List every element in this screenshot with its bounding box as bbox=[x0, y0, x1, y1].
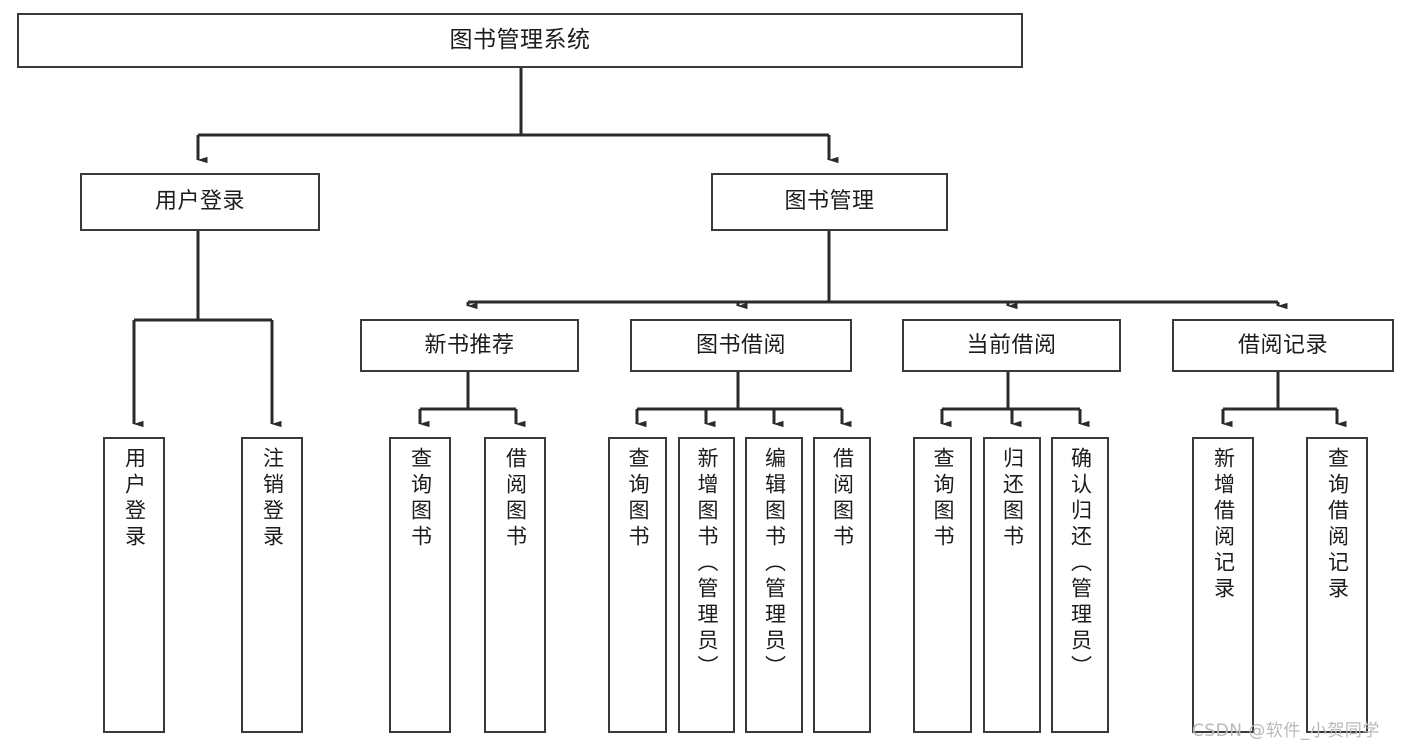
node-leaf-borrow-book-1-label: 借阅图书 bbox=[503, 447, 528, 551]
node-leaf-query-book-2-label: 查询图书 bbox=[626, 447, 650, 551]
node-leaf-logout-label: 注销登录 bbox=[260, 447, 285, 551]
node-new-book-recommend-label: 新书推荐 bbox=[424, 332, 515, 358]
node-leaf-edit-book[interactable]: 编辑图书（管理员） bbox=[745, 437, 803, 733]
node-leaf-return-book[interactable]: 归还图书 bbox=[983, 437, 1041, 733]
node-leaf-user-login[interactable]: 用户登录 bbox=[103, 437, 165, 733]
node-leaf-return-book-label: 归还图书 bbox=[1000, 447, 1025, 551]
node-current-borrow-label: 当前借阅 bbox=[966, 332, 1057, 358]
watermark-credit: CSDN @软件_小贺同学 bbox=[1192, 721, 1380, 741]
node-leaf-add-book-label: 新增图书（管理员） bbox=[695, 447, 719, 681]
node-borrow-record[interactable]: 借阅记录 bbox=[1172, 319, 1394, 372]
node-leaf-query-book-1-label: 查询图书 bbox=[408, 447, 433, 551]
node-leaf-confirm-return[interactable]: 确认归还（管理员） bbox=[1051, 437, 1109, 733]
node-book-borrow-label: 图书借阅 bbox=[695, 332, 786, 358]
node-leaf-add-record-label: 新增借阅记录 bbox=[1211, 447, 1236, 603]
node-borrow-record-label: 借阅记录 bbox=[1237, 332, 1328, 358]
node-leaf-borrow-book-2-label: 借阅图书 bbox=[830, 447, 855, 551]
node-leaf-query-book-3[interactable]: 查询图书 bbox=[913, 437, 972, 733]
node-leaf-query-book-2[interactable]: 查询图书 bbox=[608, 437, 667, 733]
node-current-borrow[interactable]: 当前借阅 bbox=[902, 319, 1121, 372]
node-user-login[interactable]: 用户登录 bbox=[80, 173, 320, 231]
node-leaf-add-record[interactable]: 新增借阅记录 bbox=[1192, 437, 1254, 733]
node-leaf-confirm-return-label: 确认归还（管理员） bbox=[1068, 447, 1093, 681]
node-user-login-label: 用户登录 bbox=[154, 189, 245, 215]
node-root-system[interactable]: 图书管理系统 bbox=[17, 13, 1023, 68]
node-book-manage[interactable]: 图书管理 bbox=[711, 173, 948, 231]
node-leaf-borrow-book-1[interactable]: 借阅图书 bbox=[484, 437, 546, 733]
node-book-manage-label: 图书管理 bbox=[784, 189, 875, 215]
node-new-book-recommend[interactable]: 新书推荐 bbox=[360, 319, 579, 372]
node-leaf-add-book[interactable]: 新增图书（管理员） bbox=[678, 437, 735, 733]
node-leaf-query-book-1[interactable]: 查询图书 bbox=[389, 437, 451, 733]
node-root-label: 图书管理系统 bbox=[449, 26, 591, 53]
node-leaf-query-record-label: 查询借阅记录 bbox=[1325, 447, 1350, 603]
node-leaf-edit-book-label: 编辑图书（管理员） bbox=[762, 447, 787, 681]
node-book-borrow[interactable]: 图书借阅 bbox=[630, 319, 852, 372]
node-leaf-query-record[interactable]: 查询借阅记录 bbox=[1306, 437, 1368, 733]
node-leaf-borrow-book-2[interactable]: 借阅图书 bbox=[813, 437, 871, 733]
node-leaf-user-login-label: 用户登录 bbox=[122, 447, 147, 551]
node-leaf-query-book-3-label: 查询图书 bbox=[931, 447, 955, 551]
node-leaf-logout[interactable]: 注销登录 bbox=[241, 437, 303, 733]
